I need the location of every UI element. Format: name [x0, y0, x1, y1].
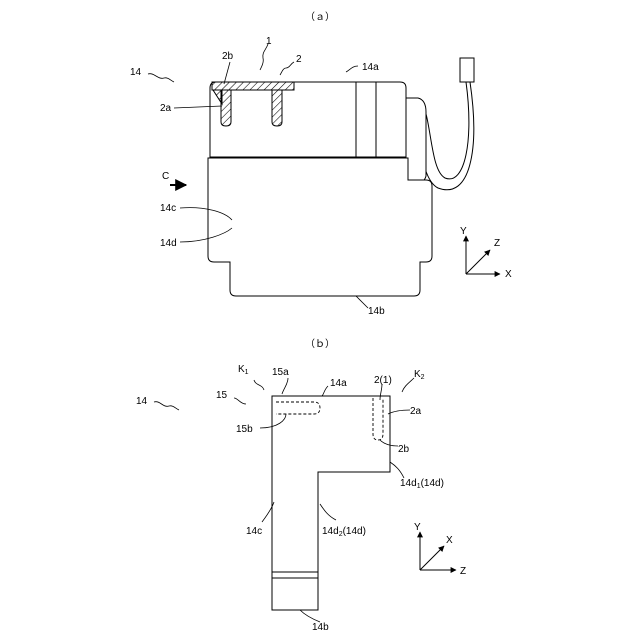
label-14a: 14a	[362, 62, 379, 73]
axis-x-a: X	[505, 269, 512, 280]
axis-x-b: X	[446, 535, 453, 546]
label-14b: 14b	[368, 306, 385, 317]
axis-z-a: Z	[494, 238, 500, 249]
label-c: C	[162, 171, 169, 182]
label-2a: 2a	[160, 103, 172, 114]
figure-b-title: （ｂ）	[305, 338, 335, 350]
label-b-14a: 14a	[330, 378, 347, 389]
label-b-2a: 2a	[410, 406, 422, 417]
axis-y-a: Y	[460, 226, 467, 237]
figure-a: （ａ）	[130, 11, 512, 317]
label-b-14b: 14b	[312, 622, 329, 633]
label-15: 15	[216, 390, 228, 401]
label-k1: K1	[238, 364, 249, 376]
hook-2a-right	[272, 90, 282, 126]
label-1: 1	[266, 36, 272, 47]
label-b-14c: 14c	[246, 526, 262, 537]
lower-body	[208, 158, 432, 296]
label-14: 14	[130, 67, 142, 78]
axis-z-b: Z	[460, 566, 466, 577]
label-b-2b: 2b	[398, 444, 410, 455]
label-14d1: 14d1(14d)	[400, 478, 444, 490]
figure-b: （ｂ） 14 K1 15 15a 14a 2(1	[136, 338, 466, 633]
label-15a: 15a	[272, 367, 289, 378]
label-b-14: 14	[136, 396, 148, 407]
figure-a-title: （ａ）	[305, 11, 335, 23]
label-14d2: 14d2(14d)	[322, 526, 366, 538]
cable-connector	[460, 58, 474, 82]
label-14c: 14c	[160, 203, 176, 214]
axes-b: Y X Z	[414, 522, 466, 577]
label-k2: K2	[414, 369, 425, 381]
axis-y-b: Y	[414, 522, 421, 533]
label-2b: 2b	[222, 51, 234, 62]
label-2-1: 2(1)	[374, 375, 392, 386]
label-2: 2	[296, 54, 302, 65]
axes-a: Y Z X	[460, 226, 512, 280]
label-14d: 14d	[160, 238, 177, 249]
hook-2a-left	[221, 90, 231, 126]
label-15b: 15b	[236, 424, 253, 435]
